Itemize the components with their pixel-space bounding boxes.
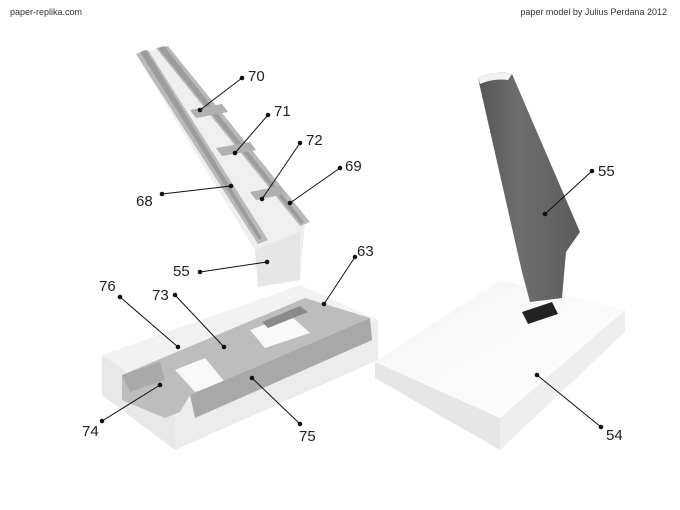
base-frame-part bbox=[102, 285, 378, 450]
label-74: 74 bbox=[82, 423, 99, 440]
label-72: 72 bbox=[306, 132, 323, 149]
base-slot bbox=[522, 302, 558, 324]
label-71: 71 bbox=[274, 103, 291, 120]
exploded-view bbox=[102, 46, 378, 450]
label-68: 68 bbox=[136, 193, 153, 210]
label-73: 73 bbox=[152, 287, 169, 304]
label-76: 76 bbox=[99, 278, 116, 295]
frame-window-rear bbox=[250, 315, 310, 348]
stand-arm-part bbox=[136, 46, 310, 287]
author-credit: paper model by Julius Perdana 2012 bbox=[520, 7, 667, 17]
label-55-exploded: 55 bbox=[173, 263, 190, 280]
base-54 bbox=[375, 280, 625, 450]
label-75: 75 bbox=[299, 428, 316, 445]
site-name: paper-replika.com bbox=[10, 7, 83, 17]
label-63: 63 bbox=[357, 243, 374, 260]
label-54: 54 bbox=[606, 427, 623, 444]
cross-member-72 bbox=[250, 186, 286, 200]
cross-member-71 bbox=[216, 142, 256, 156]
frame-window-front bbox=[175, 358, 225, 392]
label-69: 69 bbox=[345, 158, 362, 175]
leader-lines bbox=[99, 75, 604, 430]
part-labels: 70 71 72 69 68 55 63 76 73 74 75 55 54 bbox=[82, 68, 623, 445]
label-70: 70 bbox=[248, 68, 265, 85]
assembled-view bbox=[375, 72, 625, 450]
frame-slot bbox=[262, 306, 308, 328]
label-55-assembled: 55 bbox=[598, 163, 615, 180]
cross-member-70 bbox=[190, 104, 228, 118]
post-55 bbox=[478, 72, 580, 303]
